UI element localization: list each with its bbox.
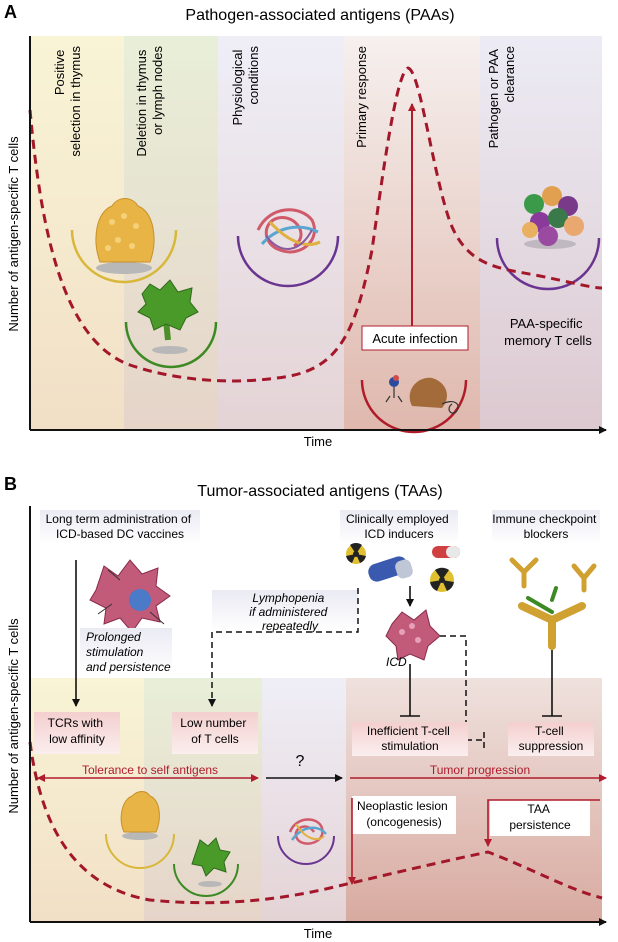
panel-a-title: Pathogen-associated antigens (PAAs): [185, 7, 454, 24]
panel-b-title: Tumor-associated antigens (TAAs): [197, 483, 442, 500]
checkpoint-inhibit-line: [542, 650, 562, 717]
acute-infection-label: Acute infection: [372, 331, 457, 346]
taa-tcell-curve: [28, 741, 603, 905]
stage-label-clearance: Pathogen or PAA clearance: [486, 46, 517, 148]
taa-box: [490, 800, 590, 836]
suppression-label: T-cell suppression: [519, 724, 584, 753]
radiation-icon: [346, 543, 366, 564]
neoplastic-label: Neoplastic lesion (oncogenesis): [357, 799, 451, 829]
memory-label: PAA-specific memory T cells: [504, 316, 592, 348]
paa-tcell-curve: [28, 66, 603, 383]
tolerance-label: Tolerance to self antigens: [82, 763, 218, 777]
checkpoint-box: [492, 510, 600, 544]
tangled-tcr-icon-b: [277, 818, 335, 865]
low-tcells-box: [172, 712, 258, 754]
stage-label-physiological: Physiological conditions: [230, 46, 261, 126]
acute-infection-box: [361, 325, 469, 351]
checkpoint-label: Immune checkpoint blockers: [492, 512, 599, 541]
taa-arrow: [484, 799, 600, 847]
stage-label-primary: Primary response: [354, 46, 369, 148]
icd-dc-icon: [89, 559, 171, 633]
stage-label-deletion: Deletion in thymus or lymph nodes: [134, 46, 165, 157]
low-tcells-label: Low number of T cells: [180, 716, 249, 746]
icd-inducers-label: Clinically employed ICD inducers: [346, 512, 452, 541]
panel-a-letter: A: [4, 2, 17, 22]
radiation-icon-2: [430, 567, 454, 592]
panel-a-y-label: Number of antigen-specific T cells: [6, 136, 21, 332]
icd-inhibit-line: [400, 664, 420, 717]
prolonged-box: [80, 628, 172, 674]
antibody-icon: [509, 557, 597, 650]
thymus-cells-icon-b: [105, 791, 175, 869]
dc-vaccine-label: Long term administration of ICD-based DC…: [46, 512, 195, 541]
dendritic-cell-icon: [124, 279, 218, 369]
inefficient-label: Inefficient T-cell stimulation: [367, 724, 453, 753]
icd-inducers-box: [340, 510, 458, 544]
capsule-icon: [432, 546, 460, 558]
lymphopenia-box: [212, 590, 358, 632]
panel-b-y-label: Number of antigen-specific T cells: [6, 618, 21, 814]
inefficient-box: [352, 722, 468, 756]
panel-b-x-label: Time: [304, 926, 332, 941]
dc-vaccine-box: [40, 510, 200, 544]
taa-label: TAA persistence: [509, 802, 571, 832]
panel-a: A Pathogen-associated antigens (PAAs) Po…: [4, 2, 607, 449]
pathogen-icon: [360, 375, 468, 434]
vial-icon: [368, 556, 413, 582]
tangled-tcr-icon: [236, 208, 340, 288]
band-b-lavender: [262, 678, 346, 922]
thymus-cells-icon: [70, 198, 178, 284]
prolonged-label: Prolonged stimulation and persistence: [86, 630, 171, 674]
neoplastic-box: [352, 796, 456, 834]
icd-label: ICD: [386, 655, 407, 669]
icd-cell-icon: [385, 609, 441, 661]
icd-to-suppression-dashed: [440, 635, 485, 748]
panel-b-letter: B: [4, 474, 17, 494]
panel-a-x-label: Time: [304, 434, 332, 449]
tcr-label: TCRs with low affinity: [48, 716, 107, 746]
dendritic-cell-icon-b: [173, 837, 239, 897]
tcr-box: [34, 712, 120, 754]
apoptotic-cluster-icon: [495, 186, 601, 291]
stage-label-positive: Positive selection in thymus: [52, 46, 83, 157]
progression-label: Tumor progression: [430, 763, 530, 777]
question-mark: ?: [296, 753, 305, 770]
panel-b: B Tumor-associated antigens (TAAs) Long …: [4, 474, 607, 941]
suppression-box: [508, 722, 594, 756]
lymphopenia-arrow: [208, 588, 359, 707]
lymphopenia-label: Lymphopenia if administered repeatedly: [249, 591, 330, 633]
